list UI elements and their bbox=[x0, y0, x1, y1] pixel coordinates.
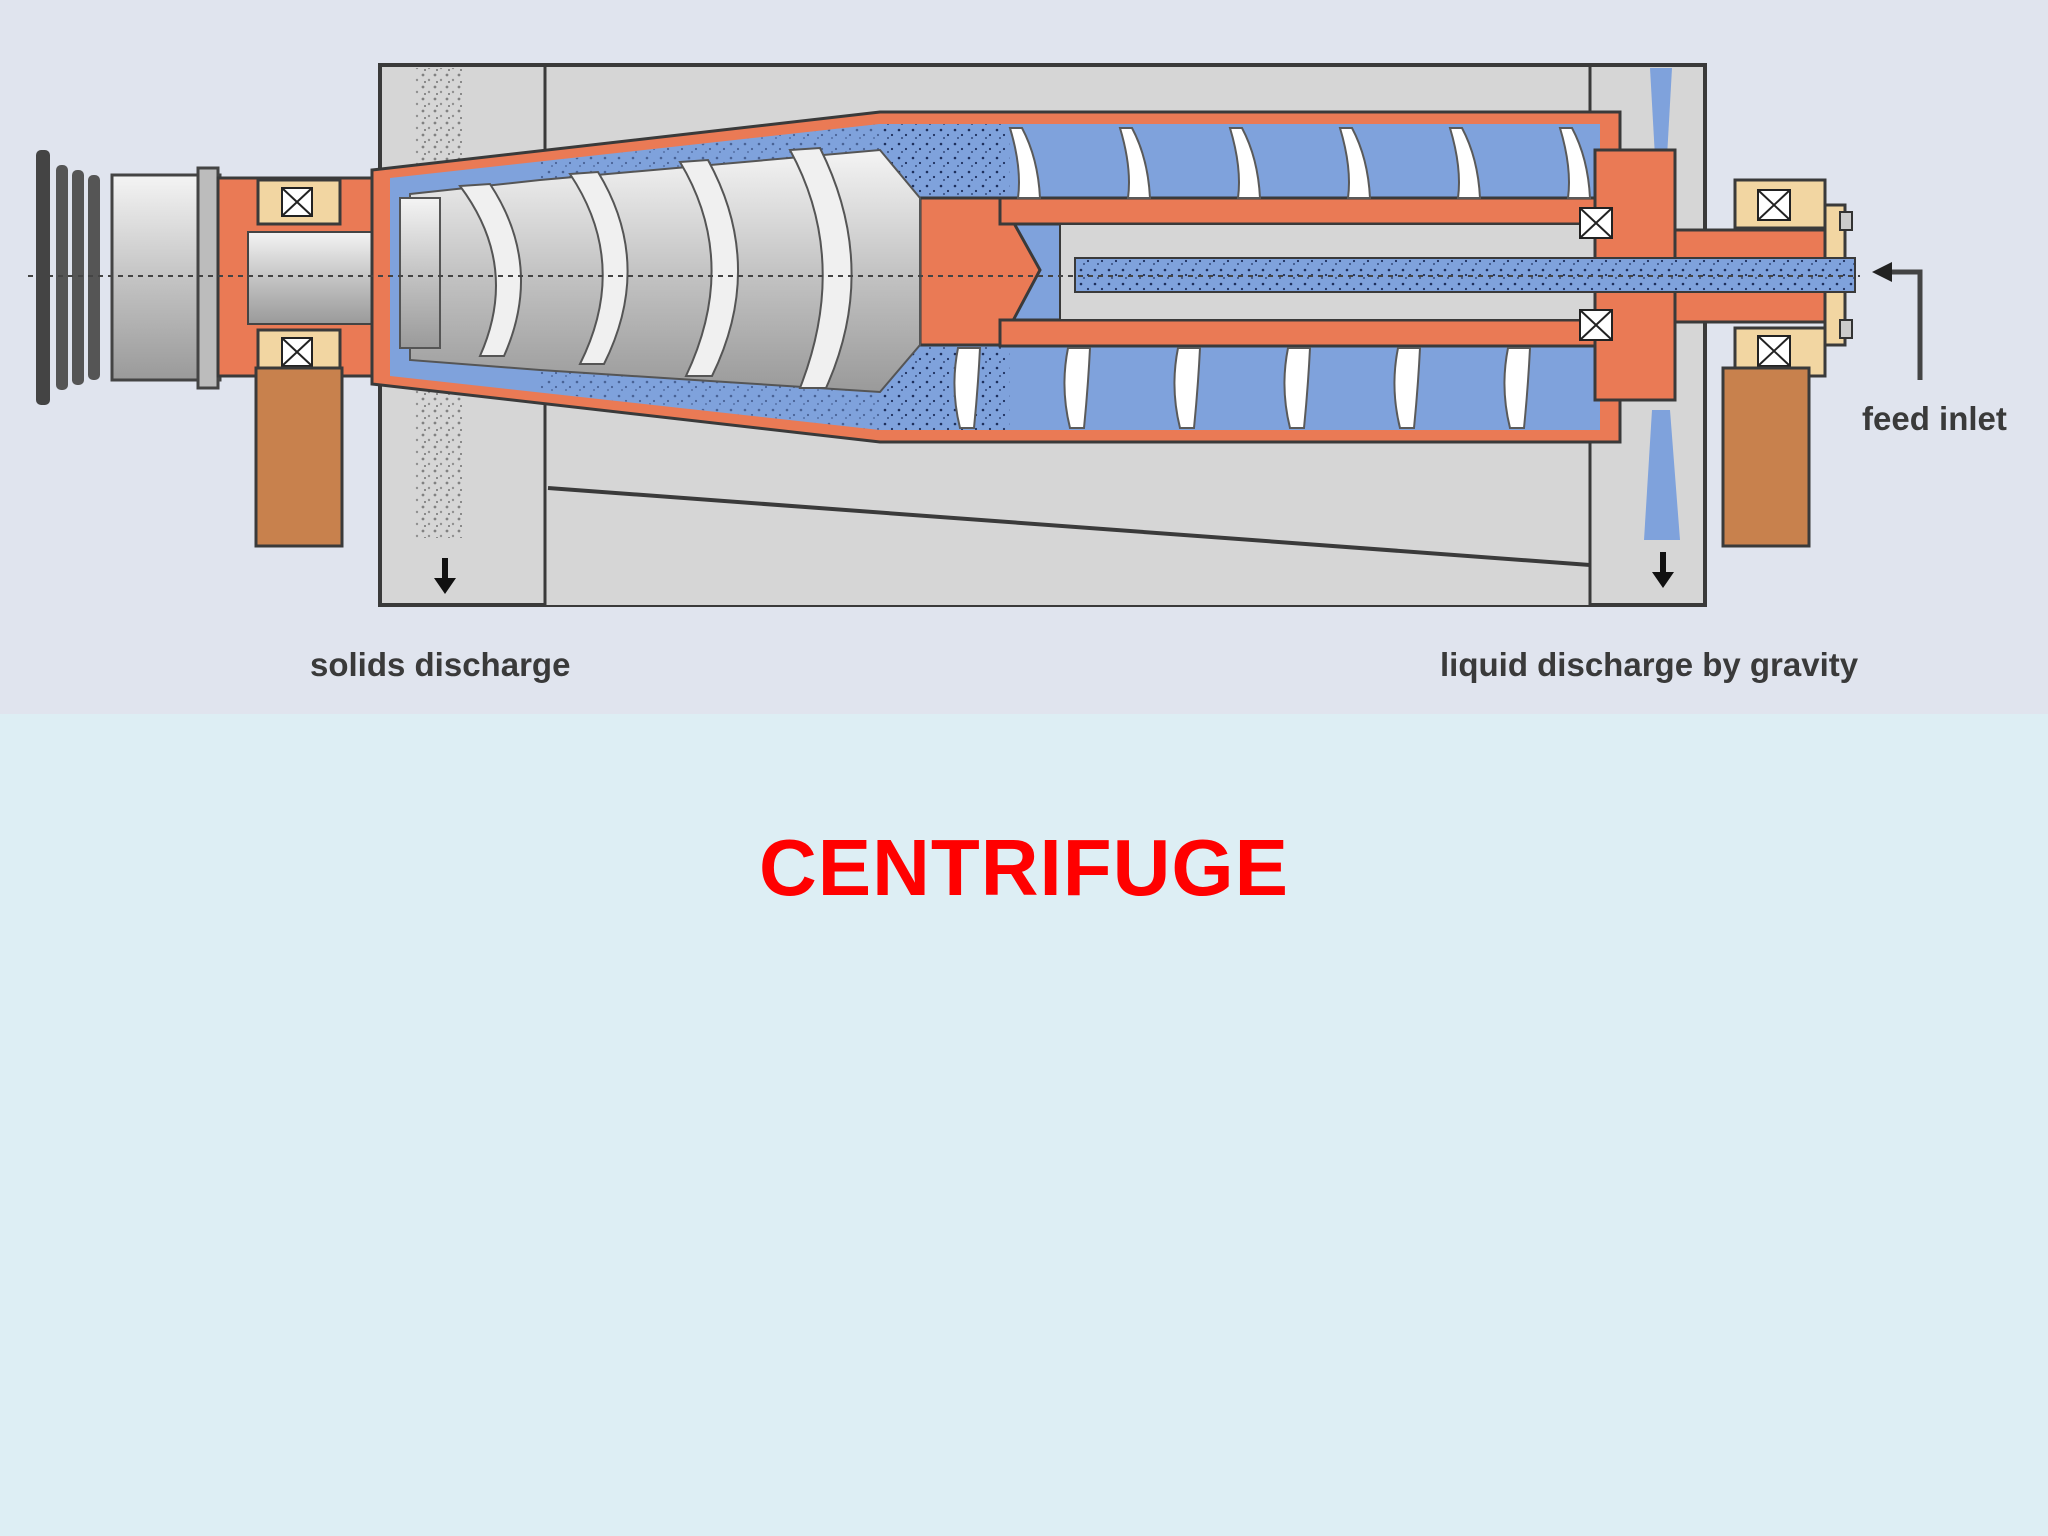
slide-title: CENTRIFUGE bbox=[759, 823, 1289, 912]
liquid-arrow-icon bbox=[1652, 552, 1674, 588]
solids-arrow-icon bbox=[434, 558, 456, 594]
feed-inlet-arrow-icon bbox=[1872, 262, 1923, 380]
feed-inlet-label: feed inlet bbox=[1862, 400, 2007, 437]
feed-tube bbox=[1074, 257, 1856, 293]
solids-discharge-label: solids discharge bbox=[310, 646, 571, 683]
liquid-discharge-label: liquid discharge by gravity bbox=[1440, 646, 1859, 683]
left-support bbox=[254, 366, 344, 548]
centrifuge-diagram-panel: solids discharge liquid discharge by gra… bbox=[0, 0, 2048, 714]
conical-scroll bbox=[399, 146, 921, 394]
centrifuge-diagram bbox=[28, 63, 1923, 607]
right-support bbox=[1721, 366, 1811, 548]
liquid-stream bbox=[1644, 68, 1680, 540]
